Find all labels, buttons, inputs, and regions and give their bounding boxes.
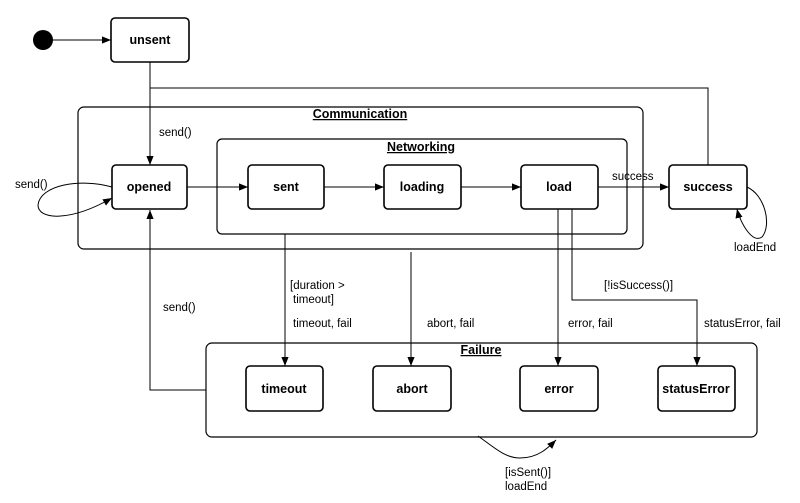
label-duration-guard-2: timeout] bbox=[293, 294, 334, 306]
label-status-error-fail: statusError, fail bbox=[704, 318, 781, 330]
svg-text:error: error bbox=[544, 382, 573, 396]
state-loading: loading bbox=[383, 164, 462, 210]
edge-success-opened bbox=[150, 87, 709, 165]
edge-load-status-error bbox=[571, 209, 701, 366]
label-is-sent-guard: [isSent()] bbox=[505, 467, 551, 479]
state-timeout: timeout bbox=[245, 365, 324, 412]
state-error: error bbox=[519, 365, 599, 412]
label-send-failure-opened: send() bbox=[163, 302, 196, 314]
state-success: success bbox=[668, 164, 748, 210]
state-status-error: statusError bbox=[657, 365, 736, 412]
svg-text:sent: sent bbox=[273, 180, 300, 194]
svg-text:unsent: unsent bbox=[130, 33, 172, 47]
svg-text:statusError: statusError bbox=[662, 382, 730, 396]
label-success: success bbox=[612, 171, 654, 183]
state-sent: sent bbox=[247, 164, 325, 210]
state-unsent: unsent bbox=[110, 17, 190, 63]
label-error-fail: error, fail bbox=[568, 318, 613, 330]
transition-labels: send() send() success loadEnd [duration … bbox=[15, 127, 781, 493]
edge-failure-self bbox=[477, 435, 557, 459]
networking-label: Networking bbox=[387, 140, 455, 154]
label-load-end-failure: loadEnd bbox=[505, 481, 547, 493]
label-load-end-self: loadEnd bbox=[734, 242, 776, 254]
communication-label: Communication bbox=[313, 107, 407, 121]
label-timeout-fail: timeout, fail bbox=[293, 318, 352, 330]
svg-text:timeout: timeout bbox=[261, 382, 307, 396]
state-opened: opened bbox=[111, 164, 188, 210]
label-send-unsent-opened: send() bbox=[159, 127, 192, 139]
failure-label: Failure bbox=[461, 343, 502, 357]
edge-success-self bbox=[735, 186, 768, 239]
state-abort: abort bbox=[372, 365, 452, 412]
edge-failure-opened bbox=[146, 210, 206, 391]
edge-opened-self bbox=[37, 182, 113, 217]
state-load: load bbox=[520, 164, 599, 210]
svg-text:success: success bbox=[683, 180, 732, 194]
label-duration-guard-1: [duration > bbox=[290, 280, 345, 292]
svg-text:opened: opened bbox=[127, 180, 171, 194]
label-abort-fail: abort, fail bbox=[427, 318, 474, 330]
initial-state-dot bbox=[33, 30, 53, 50]
label-is-success-guard: [!isSuccess()] bbox=[604, 280, 673, 292]
svg-text:loading: loading bbox=[400, 180, 444, 194]
transitions bbox=[37, 36, 768, 459]
svg-text:abort: abort bbox=[396, 382, 428, 396]
svg-text:load: load bbox=[546, 180, 572, 194]
label-send-self-opened: send() bbox=[15, 179, 48, 191]
